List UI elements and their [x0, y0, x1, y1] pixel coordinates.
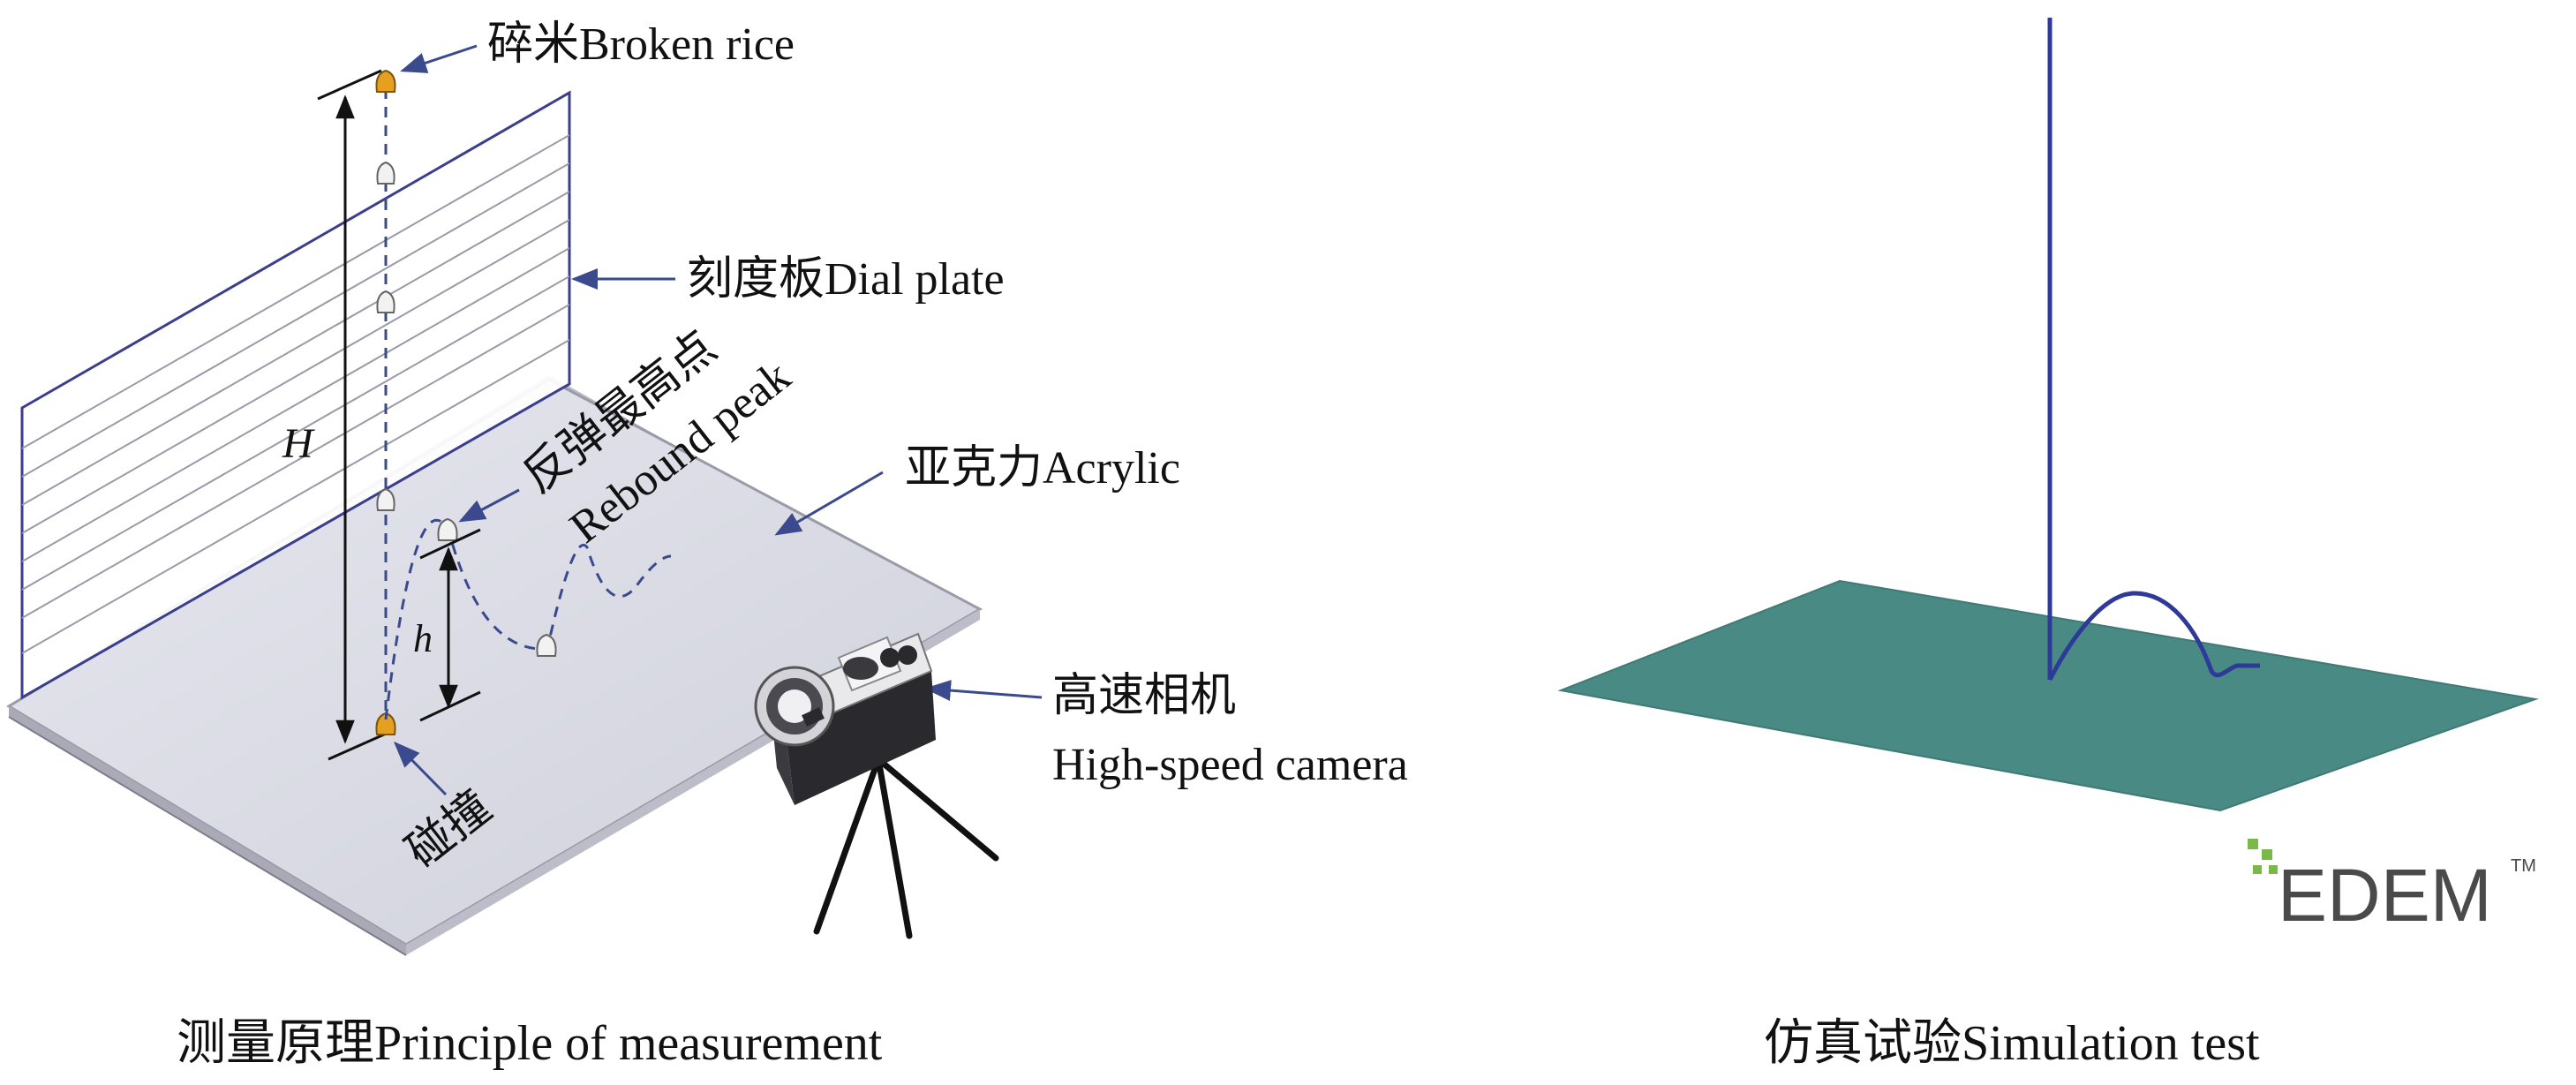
rice-grain-rebound-peak — [437, 517, 458, 541]
edem-logo: EDEM TM — [2248, 839, 2536, 937]
rebound-height-symbol: h — [413, 617, 433, 660]
simulation-caption: 仿真试验Simulation test — [1764, 1016, 2260, 1071]
measurement-caption: 测量原理Principle of measurement — [177, 1016, 883, 1071]
rice-grain — [376, 487, 395, 511]
rice-grain-bounce — [536, 633, 557, 657]
pointer-acrylic — [774, 471, 884, 536]
high-speed-camera-icon — [754, 632, 999, 939]
dial-plate — [20, 90, 571, 700]
falling-rice-positions — [375, 69, 396, 735]
measurement-panel: H h — [6, 19, 1408, 1071]
camera-label-cn: 高速相机 — [1052, 671, 1236, 721]
pointer-broken-rice — [400, 44, 478, 73]
tripod-icon — [813, 756, 999, 939]
rice-grain — [376, 290, 395, 313]
edem-logo-mark-icon — [2248, 839, 2278, 874]
rebound-height-dimension: h — [413, 528, 481, 722]
dial-plate-label: 刻度板Dial plate — [687, 254, 1005, 305]
pointer-rebound-peak — [458, 488, 520, 523]
acrylic-label: 亚克力Acrylic — [905, 443, 1180, 494]
rice-grain — [376, 161, 395, 185]
rice-grain-start — [375, 69, 396, 93]
simulation-panel: EDEM TM 仿真试验Simulation test — [1557, 18, 2539, 1071]
camera-label-en: High-speed camera — [1052, 740, 1408, 790]
dial-scale-lines — [21, 134, 570, 654]
simulation-plane — [1557, 579, 2539, 812]
pointer-collision — [393, 741, 448, 796]
simulation-trajectory — [2047, 18, 2260, 682]
edem-logo-text: EDEM — [2278, 854, 2492, 937]
drop-height-dimension: H — [282, 69, 393, 761]
pointer-camera — [924, 680, 1043, 702]
drop-height-symbol: H — [282, 420, 315, 467]
broken-rice-label: 碎米Broken rice — [487, 19, 795, 70]
edem-logo-tm: TM — [2511, 856, 2536, 876]
